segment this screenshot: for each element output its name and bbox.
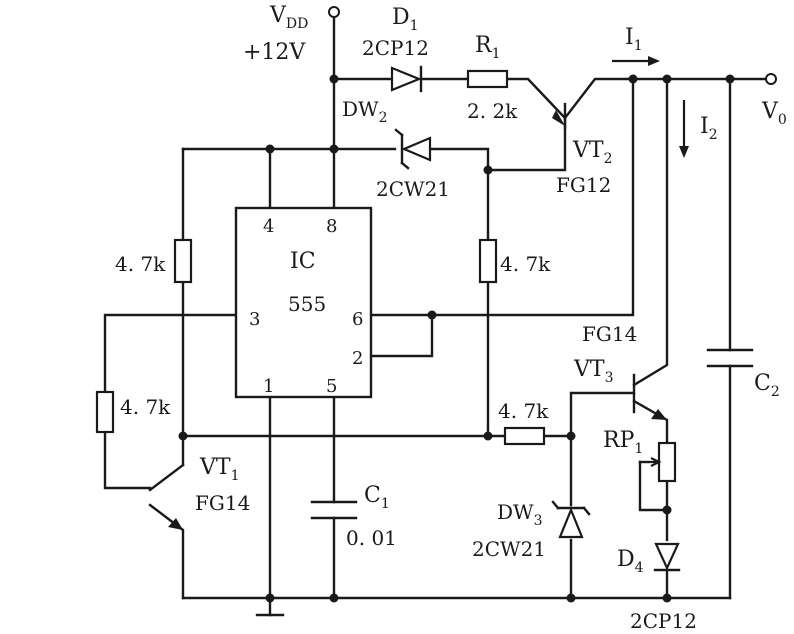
dw3-label: DW3 bbox=[497, 500, 543, 529]
d1-diode bbox=[390, 65, 423, 93]
d4-diode bbox=[653, 542, 681, 572]
left-resistor bbox=[173, 238, 193, 284]
junction-dot bbox=[483, 431, 493, 441]
vdd-label: VDD bbox=[269, 3, 308, 32]
junction-dot bbox=[427, 310, 437, 320]
ic-name-label: IC bbox=[290, 249, 316, 274]
vt1-base-resistor-value: 4. 7k bbox=[120, 395, 171, 419]
ic-pin-6-label: 6 bbox=[352, 309, 363, 330]
junction-dot bbox=[483, 165, 493, 175]
ic-pin-5-label: 5 bbox=[326, 376, 337, 397]
junction-dot bbox=[329, 593, 339, 603]
d1-model-label: 2CP12 bbox=[362, 36, 429, 60]
r1-resistor bbox=[466, 69, 509, 89]
rp1-wiper-arrow bbox=[648, 457, 662, 467]
vt1-label: VT1 bbox=[199, 455, 239, 484]
vt1-model-label: FG14 bbox=[195, 491, 250, 515]
dw2-label: DW2 bbox=[342, 97, 388, 126]
i2-arrow bbox=[679, 100, 689, 158]
ic-pin-1-label: 1 bbox=[263, 376, 274, 397]
dw3-zener bbox=[551, 500, 591, 539]
ic-pin-4-label: 4 bbox=[263, 216, 274, 237]
vt3-label: VT3 bbox=[573, 357, 613, 386]
junction-dot bbox=[566, 593, 576, 603]
middle-resistor bbox=[478, 238, 498, 284]
ic-pin-8-label: 8 bbox=[326, 216, 337, 237]
c1-capacitor bbox=[310, 500, 358, 520]
vt2-model-label: FG12 bbox=[556, 173, 611, 197]
d4-model-label: 2CP12 bbox=[630, 609, 697, 633]
ic-pin-2-label: 2 bbox=[352, 348, 363, 369]
junction-dot bbox=[662, 505, 672, 515]
c2-capacitor bbox=[706, 348, 754, 368]
junction-dot bbox=[628, 74, 638, 84]
left-resistor-value: 4. 7k bbox=[115, 252, 166, 276]
ic-model-label: 555 bbox=[288, 292, 326, 316]
junction-dot bbox=[662, 593, 672, 603]
middle-resistor-value: 4. 7k bbox=[500, 252, 551, 276]
junction-dot bbox=[329, 144, 339, 154]
r1-value-label: 2. 2k bbox=[467, 99, 518, 123]
junction-dot bbox=[178, 431, 188, 441]
i2-label: I2 bbox=[700, 114, 718, 143]
junction-dot bbox=[329, 74, 339, 84]
rp1-label: RP1 bbox=[603, 428, 643, 457]
vt3-emitter-arrow bbox=[651, 409, 667, 420]
ic-pin-3-label: 3 bbox=[249, 309, 260, 330]
i1-label: I1 bbox=[625, 25, 643, 54]
dw2-model-label: 2CW21 bbox=[376, 177, 450, 201]
vout-terminal bbox=[765, 73, 777, 85]
junction-dot bbox=[725, 74, 735, 84]
vout-label: V0 bbox=[761, 99, 787, 128]
junction-dot bbox=[566, 431, 576, 441]
i1-arrow bbox=[612, 56, 660, 66]
vt1-emitter-arrow bbox=[168, 518, 183, 530]
dw3-model-label: 2CW21 bbox=[472, 537, 546, 561]
c2-label: C2 bbox=[754, 371, 780, 400]
vdd-voltage-label: +12V bbox=[243, 40, 306, 65]
c1-label: C1 bbox=[364, 483, 390, 512]
d1-label: D1 bbox=[392, 5, 419, 34]
r1-label: R1 bbox=[475, 33, 501, 62]
vt3-model-label: FG14 bbox=[582, 322, 637, 346]
d4-label: D4 bbox=[617, 547, 644, 576]
vt3-base-resistor bbox=[503, 426, 546, 446]
vt3-base-resistor-value: 4. 7k bbox=[498, 399, 549, 423]
junction-dot bbox=[265, 593, 275, 603]
vt2-emitter-arrow bbox=[552, 110, 565, 126]
c1-value-label: 0. 01 bbox=[346, 526, 397, 550]
vt1-base-resistor bbox=[95, 390, 115, 434]
junction-dots bbox=[178, 74, 735, 603]
junction-dot bbox=[662, 74, 672, 84]
vt2-label: VT2 bbox=[572, 138, 612, 167]
dw2-zener bbox=[394, 128, 432, 170]
vdd-terminal bbox=[328, 6, 340, 18]
junction-dot bbox=[265, 144, 275, 154]
ic-555-body bbox=[234, 206, 373, 399]
